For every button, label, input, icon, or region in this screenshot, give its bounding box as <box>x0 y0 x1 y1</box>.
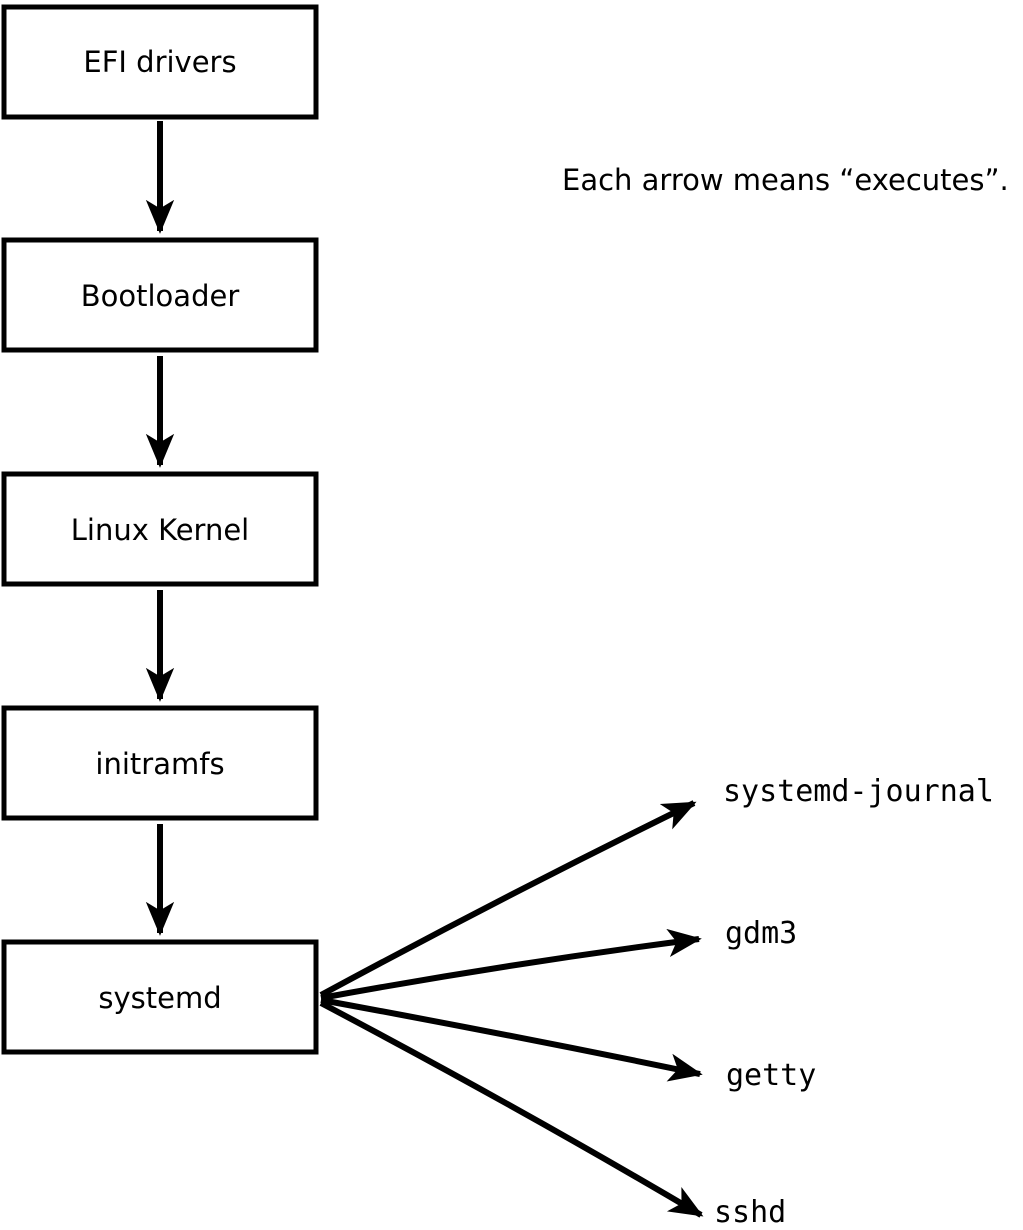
arrow-systemd-to-gdm3 <box>320 928 702 1001</box>
flow-node-label-initramfs: initramfs <box>95 747 224 781</box>
process-label-systemd-journal: systemd-journal <box>723 774 994 809</box>
arrow-systemd-to-getty <box>320 997 703 1082</box>
arrow-systemd-to-systemd-journal <box>319 800 697 998</box>
process-label-getty: getty <box>726 1058 816 1093</box>
flow-node-label-efi-drivers: EFI drivers <box>83 45 236 79</box>
flow-node-linux-kernel: Linux Kernel <box>1 471 319 587</box>
flow-node-label-systemd: systemd <box>98 981 221 1015</box>
flow-node-label-bootloader: Bootloader <box>81 279 240 313</box>
process-label-sshd: sshd <box>714 1195 786 1230</box>
flow-node-label-linux-kernel: Linux Kernel <box>71 513 249 547</box>
flow-node-systemd: systemd <box>1 939 319 1055</box>
flow-node-initramfs: initramfs <box>1 705 319 821</box>
flow-node-bootloader: Bootloader <box>1 237 319 353</box>
flow-node-efi-drivers: EFI drivers <box>1 4 319 120</box>
process-label-gdm3: gdm3 <box>725 916 797 951</box>
legend-caption: Each arrow means “executes”. <box>562 163 1009 197</box>
arrow-systemd-to-sshd <box>319 1000 704 1218</box>
